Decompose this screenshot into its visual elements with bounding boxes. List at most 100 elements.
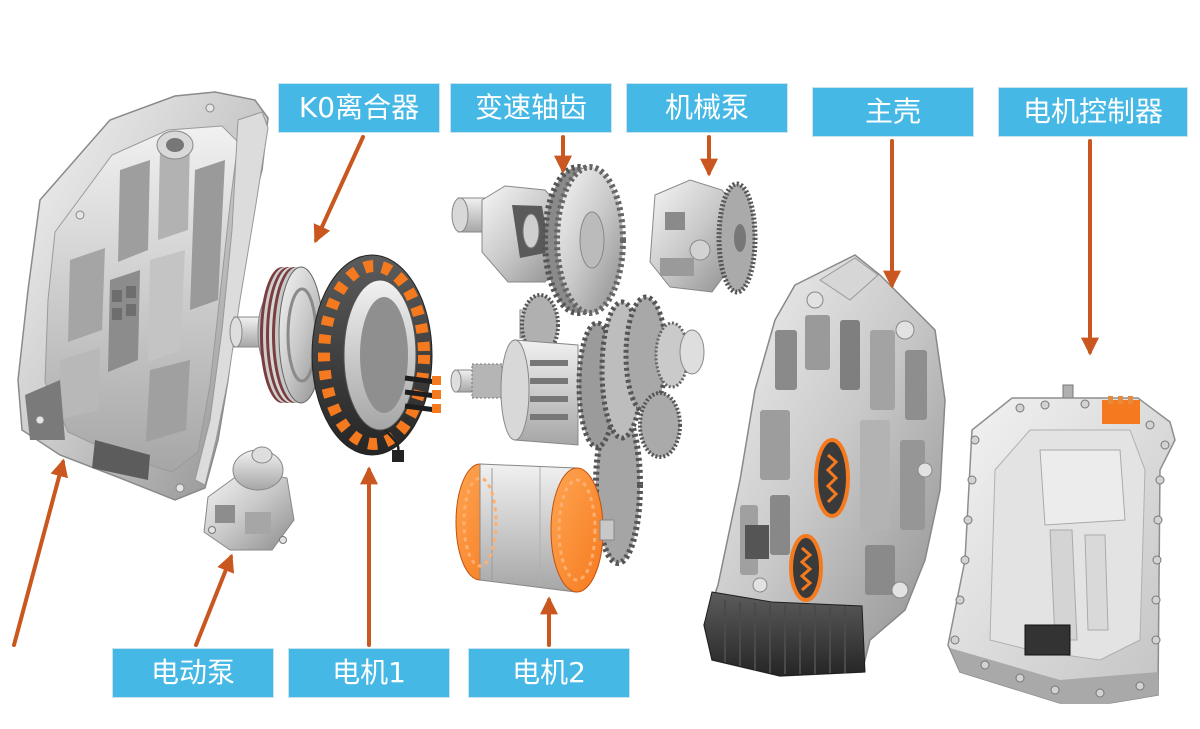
pump-port xyxy=(215,505,235,523)
motor2-winding-texture xyxy=(462,476,498,568)
main-housing-boss xyxy=(917,462,933,478)
housing-flange xyxy=(194,111,269,486)
differential-spider-gear xyxy=(522,213,540,249)
main-housing-boss xyxy=(891,581,909,599)
housing-pocket xyxy=(112,308,122,320)
controller-screws-detail xyxy=(1135,681,1145,691)
mechanical-pump-part xyxy=(649,179,758,295)
motor-controller-part xyxy=(947,384,1176,704)
main-housing-boss xyxy=(752,577,768,593)
main-housing-top-cap xyxy=(819,257,879,301)
controller-screws-detail xyxy=(1155,475,1165,485)
housing-pocket xyxy=(126,286,136,298)
housing-rib xyxy=(108,270,140,372)
controller-hv-pin xyxy=(1118,396,1123,404)
controller-screws-detail xyxy=(980,660,990,670)
controller-screws-detail xyxy=(960,555,970,565)
stator-windings xyxy=(318,260,430,450)
pump-port xyxy=(245,512,271,534)
main-housing-sensor xyxy=(745,525,769,559)
shaft-end-bearing xyxy=(679,329,705,375)
stator-lead-wire xyxy=(404,389,437,399)
housing-recess xyxy=(92,440,150,480)
mech-pump-gear-hub xyxy=(734,224,746,252)
label-gear-shafts: 变速轴齿 xyxy=(450,83,612,133)
pump-bolt xyxy=(208,526,216,534)
controller-screws-detail xyxy=(1080,399,1090,409)
stator-sensor-connector xyxy=(392,450,404,462)
motor2-winding-texture xyxy=(557,478,597,582)
label-mechanical-pump: 机械泵 xyxy=(626,83,788,133)
input-shaft-spline xyxy=(471,363,503,399)
housing-boss-bore xyxy=(166,138,184,152)
leader-arrows xyxy=(12,135,1099,647)
arrow-front-housing xyxy=(12,458,68,647)
controller-hv-pin xyxy=(1128,396,1133,404)
stator-lead-wire xyxy=(404,375,437,385)
main-housing-pocket xyxy=(865,545,895,595)
final-drive-gear-hub xyxy=(579,211,605,269)
housing-bolt xyxy=(75,210,85,220)
main-housing-window-terminals xyxy=(799,546,813,592)
controller-raised-area xyxy=(1039,449,1126,526)
main-housing-window xyxy=(789,534,823,602)
synchronizer-slot xyxy=(530,378,568,384)
k0-clutch-part xyxy=(229,266,324,404)
housing-bolt xyxy=(175,483,185,493)
stator-terminal xyxy=(432,376,441,385)
main-housing-pocket xyxy=(770,495,790,555)
stator-lead-wire xyxy=(404,403,437,413)
housing-rib xyxy=(190,160,225,310)
housing-rib xyxy=(68,248,105,342)
label-motor-1: 电机1 xyxy=(288,648,450,698)
label-electric-pump: 电动泵 xyxy=(112,648,274,698)
controller-screws-detail xyxy=(1151,635,1161,645)
controller-screws-detail xyxy=(1040,400,1050,410)
controller-screws-detail xyxy=(967,475,977,485)
controller-screws-detail xyxy=(1050,685,1060,695)
input-shaft-end xyxy=(450,369,462,393)
main-housing-boss xyxy=(895,320,915,340)
controller-screws-detail xyxy=(970,435,980,445)
motor2-shaft xyxy=(599,519,615,541)
pump-bolt xyxy=(279,536,287,544)
main-housing-pocket xyxy=(840,320,860,390)
controller-screws xyxy=(950,399,1170,698)
controller-hv-pin xyxy=(1108,396,1113,404)
controller-screws-detail xyxy=(950,635,960,645)
housing-pocket xyxy=(126,304,136,316)
housing-pocket xyxy=(112,290,122,302)
synchronizer-cap xyxy=(500,339,530,441)
controller-screws-detail xyxy=(1145,420,1155,430)
synchronizer-slot xyxy=(530,396,568,402)
clutch-shaft-end xyxy=(229,316,243,348)
housing-rib xyxy=(148,250,185,362)
arrow-k0-clutch xyxy=(313,135,365,244)
synchronizer-slot xyxy=(530,414,568,420)
main-housing-pocket xyxy=(905,350,927,420)
mech-pump-pocket xyxy=(660,258,694,276)
housing-recess xyxy=(25,380,65,440)
shaft-gear xyxy=(638,391,682,459)
stator-bore-inner xyxy=(360,297,408,413)
stator-terminal xyxy=(432,390,441,399)
diff-shaft-end xyxy=(451,197,469,233)
housing-rib xyxy=(158,140,190,240)
controller-screws-detail xyxy=(963,515,973,525)
controller-channel xyxy=(1049,529,1078,641)
controller-screws-detail xyxy=(1152,555,1162,565)
main-housing-pocket xyxy=(805,315,830,370)
motor-1-part xyxy=(311,254,441,462)
main-housing-window-terminals xyxy=(825,453,839,504)
gear-shafts-part xyxy=(450,164,705,566)
main-housing-part xyxy=(703,254,946,677)
controller-screws-detail xyxy=(955,595,965,605)
main-housing-pocket xyxy=(775,330,797,390)
controller-screws-detail xyxy=(1160,440,1170,450)
controller-channel xyxy=(1084,534,1109,631)
front-transmission-housing xyxy=(17,91,269,501)
controller-screws-detail xyxy=(1153,515,1163,525)
label-k0-clutch: K0离合器 xyxy=(278,83,440,133)
